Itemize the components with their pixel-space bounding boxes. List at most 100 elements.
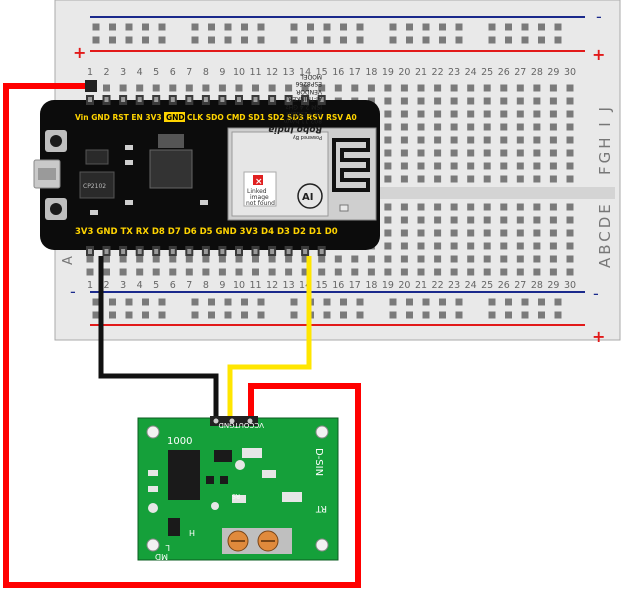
breadboard-hole [400, 97, 408, 105]
breadboard-hole [516, 242, 524, 250]
column-number: 28 [531, 280, 543, 291]
broken-image-x: × [255, 177, 263, 187]
rail-hole [224, 23, 232, 31]
column-number: 17 [349, 67, 361, 78]
column-number: 20 [398, 280, 410, 291]
breadboard-hole [136, 255, 144, 263]
breadboard-hole [450, 175, 458, 183]
rail-hole [224, 311, 232, 319]
breadboard-hole [252, 84, 259, 92]
column-number: 26 [498, 280, 510, 291]
rail-hole [439, 36, 446, 44]
smd-part [125, 145, 133, 150]
top-rail-plus-label-right: + [592, 45, 605, 64]
cp2102-chip [79, 171, 115, 199]
rail-hole [488, 298, 496, 306]
breadboard-hole [334, 268, 342, 276]
column-number: 9 [219, 280, 225, 291]
breadboard-hole [367, 268, 375, 276]
breadboard-hole [417, 149, 425, 157]
breadboard-hole [566, 110, 574, 118]
breadboard-hole [417, 229, 425, 237]
column-number: 17 [349, 280, 361, 291]
nodemcu-bottom-pin-header [86, 246, 326, 256]
breadboard-hole [467, 229, 475, 237]
rail-hole [257, 311, 265, 319]
column-number: 4 [137, 280, 143, 291]
breadboard-hole [533, 242, 541, 250]
rail-hole [142, 23, 149, 31]
breadboard-hole [218, 255, 226, 263]
header-pin-contact [154, 249, 159, 254]
breadboard-hole [351, 255, 359, 263]
header-pin-contact [187, 97, 192, 102]
voltage-regulator-tab [158, 134, 184, 148]
breadboard-hole [450, 268, 458, 276]
bottom-rail-plus-label: + [592, 327, 605, 346]
breadboard-hole [301, 84, 309, 92]
pir-capacitor [235, 460, 245, 470]
breadboard-hole [434, 242, 442, 250]
rail-hole [92, 36, 100, 44]
breadboard-hole [500, 242, 508, 250]
rail-hole [290, 298, 298, 306]
breadboard-hole [400, 162, 408, 170]
column-number: 5 [153, 280, 159, 291]
breadboard-hole [516, 123, 524, 131]
breadboard-hole [549, 242, 557, 250]
rst-button [50, 135, 62, 147]
pir-rs-label: RS [232, 492, 240, 499]
rail-hole [290, 36, 298, 44]
breadboard-hole [103, 84, 110, 92]
breadboard-hole [367, 97, 375, 105]
rail-hole [406, 298, 413, 306]
breadboard-hole [500, 149, 508, 157]
rail-hole [158, 311, 166, 319]
breadboard-hole [400, 268, 408, 276]
column-number: 27 [514, 280, 526, 291]
breadboard-hole [467, 84, 475, 92]
small-chip [85, 149, 109, 165]
breadboard-hole [384, 216, 392, 224]
column-numbers: 1122334455667788991010111112121313141415… [87, 67, 576, 291]
breadboard-hole [549, 123, 557, 131]
pir-mount-hole [146, 425, 160, 439]
column-number: 11 [249, 280, 261, 291]
smd-part [90, 210, 98, 215]
breadboard-hole [483, 123, 491, 131]
nodemcu-top-pin-labels: Vin GND RST EN 3V3 [75, 113, 162, 122]
breadboard-hole [549, 149, 557, 157]
header-pin-contact [137, 97, 142, 102]
breadboard-hole [384, 229, 392, 237]
pir-jumper [168, 518, 180, 536]
breadboard-hole [500, 97, 508, 105]
rail-hole [142, 36, 149, 44]
bottom-rail-minus-label: - [70, 282, 76, 301]
header-pin-contact [121, 97, 126, 102]
rail-hole [538, 311, 545, 319]
breadboard-hole [533, 216, 541, 224]
breadboard-hole [533, 149, 541, 157]
pir-transistor [214, 450, 232, 462]
breadboard-hole [417, 268, 425, 276]
header-pin-contact [170, 249, 175, 254]
ai-logo-text: AI [302, 192, 313, 203]
breadboard-hole [235, 268, 243, 276]
rail-hole [389, 298, 397, 306]
header-pin-contact [137, 249, 142, 254]
rail-hole [488, 311, 496, 319]
nodemcu-bottom-pin-labels: 3V3 GND TX RX D8 D7 D6 D5 GND 3V3 D4 D3 … [75, 227, 338, 237]
breadboard-hole [450, 136, 458, 144]
rail-hole [158, 23, 166, 31]
rail-hole [505, 36, 512, 44]
rail-hole [92, 298, 100, 306]
rail-hole [406, 311, 413, 319]
breadboard-hole [566, 84, 574, 92]
breadboard-hole [483, 110, 491, 118]
pir-smd [220, 476, 228, 484]
black-wire-gnd [98, 256, 219, 416]
breadboard-hole [434, 255, 442, 263]
breadboard-hole [384, 203, 392, 211]
rail-hole [125, 23, 133, 31]
breadboard-hole [318, 255, 326, 263]
